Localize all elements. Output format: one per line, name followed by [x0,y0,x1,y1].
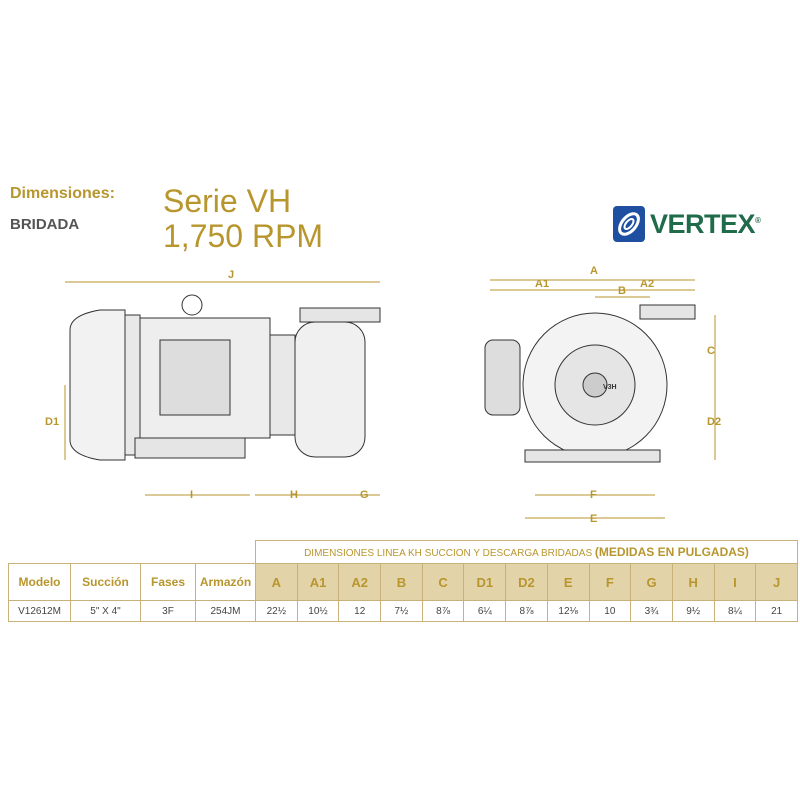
brand-name: VERTEX [650,208,756,239]
vertex-logo-icon [613,206,645,242]
col-e: E [546,563,590,601]
dimension-lines [64,279,716,519]
dimensions-table: DIMENSIONES LINEA KH SUCCION Y DESCARGA … [8,540,798,622]
dim-label-b: B [618,285,626,297]
series-title: Serie VH [163,183,292,219]
dim-label-a1: A1 [535,278,549,290]
registered-mark: ® [755,215,761,225]
dimension-drawing: J D1 I H G A A1 A2 B C D2 F E V3H [45,265,721,525]
col-g: G [630,563,673,601]
dim-label-f: F [590,489,597,501]
col-modelo: Modelo [8,563,71,601]
rpm-title: 1,750 RPM [163,218,324,254]
col-a1: A1 [296,563,340,601]
col-h: H [671,563,715,601]
dim-label-h: H [290,489,298,501]
cell: 254JM [195,600,256,622]
col-a2: A2 [338,563,382,601]
col-d2: D2 [505,563,548,601]
dim-label-e: E [590,513,597,525]
cell: 6¼ [463,600,507,622]
dim-label-a2: A2 [640,278,654,290]
col-armazon: Armazón [195,563,256,601]
cell: V12612M [8,600,71,622]
motor-side-view [69,281,381,461]
cell: 10½ [296,600,340,622]
cell: 5" X 4" [70,600,141,622]
cell: 3¾ [630,600,673,622]
connection-type: BRIDADA [10,216,80,233]
col-i: I [713,563,757,601]
dim-label-g: G [360,489,369,501]
dim-label-d1: D1 [45,416,59,428]
pump-front-view [484,304,696,463]
col-a: A [255,563,298,601]
cell: 12⅛ [546,600,590,622]
cell: 8¼ [713,600,757,622]
table-row: V12612M 5" X 4" 3F 254JM 22½ 10½ 12 7½ 8… [8,600,798,622]
cell: 22½ [255,600,298,622]
cell: 8⅞ [421,600,465,622]
col-succion: Succión [70,563,141,601]
cell: 10 [588,600,632,622]
col-f: F [588,563,632,601]
vertex-logo: VERTEX® [612,205,761,243]
dim-label-i: I [190,489,193,501]
pump-mark: V3H [603,384,617,391]
col-j: J [755,563,798,601]
dim-label-c: C [707,345,715,357]
dimensions-label: Dimensiones: [10,185,115,202]
col-c: C [421,563,465,601]
dim-label-a: A [590,265,598,277]
col-b: B [380,563,423,601]
cell: 21 [755,600,798,622]
table-header-row: Modelo Succión Fases Armazón A A1 A2 B C… [8,563,798,601]
dim-label-j: J [228,269,234,281]
cell: 3F [140,600,196,622]
cell: 7½ [380,600,423,622]
cell: 9½ [671,600,715,622]
cell: 12 [338,600,382,622]
col-fases: Fases [140,563,196,601]
cell: 8⅞ [505,600,548,622]
col-d1: D1 [463,563,507,601]
table-banner: DIMENSIONES LINEA KH SUCCION Y DESCARGA … [255,540,798,564]
dim-label-d2: D2 [707,416,721,428]
